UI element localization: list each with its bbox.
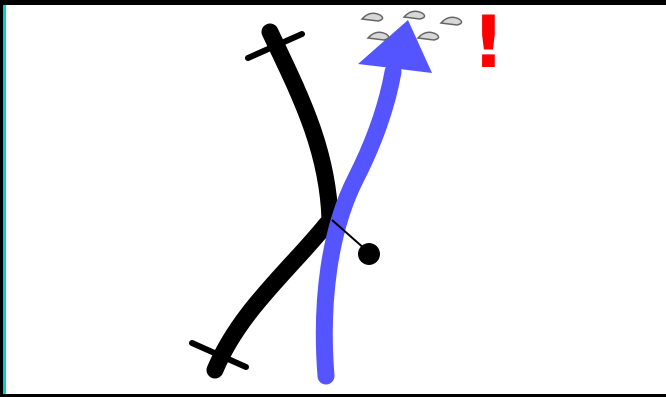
blue-arrow-shaft	[324, 72, 393, 376]
frame-left-accent	[3, 5, 6, 397]
cloud-blob-icon	[404, 11, 425, 19]
frame-left-border	[0, 0, 3, 397]
cloud-blob-icon	[418, 32, 439, 40]
frame-top-border	[0, 0, 666, 5]
dark-curved-path	[215, 32, 330, 370]
alert-exclamation-mark: !	[472, 2, 504, 82]
cloud-blob-icon	[368, 32, 389, 40]
arrow-head-icon	[358, 20, 432, 73]
cloud-blob-icon	[362, 13, 383, 21]
dot-marker-icon	[358, 243, 380, 265]
cloud-blob-icon	[441, 17, 462, 25]
